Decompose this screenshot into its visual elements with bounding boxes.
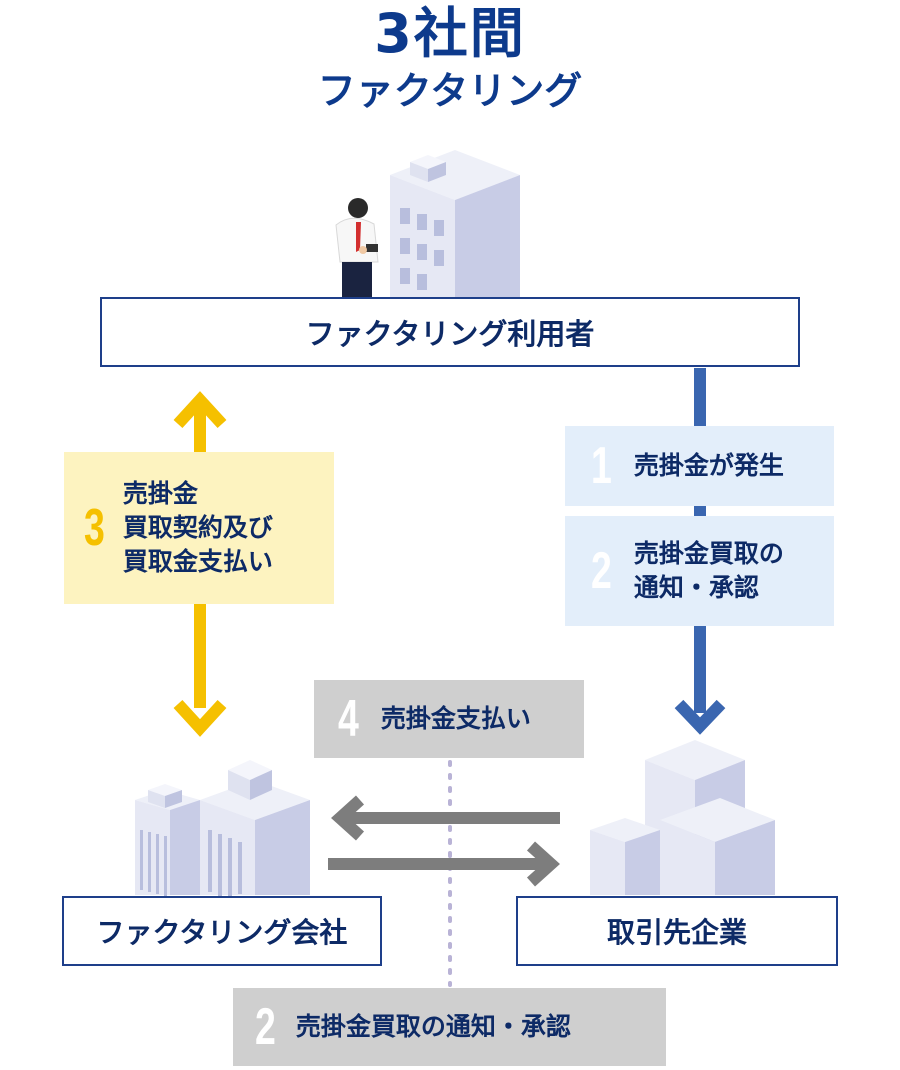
step-4-number: 4: [338, 690, 359, 748]
step-4-box: 4 売掛金支払い: [314, 680, 584, 758]
step-1-text: 売掛金が発生: [633, 451, 784, 480]
client-company-buildings-icon: [590, 740, 775, 895]
step-2-line2: 通知・承認: [633, 573, 759, 602]
step-2-number: 2: [591, 542, 612, 600]
factoring-user-label: ファクタリング利用者: [305, 317, 595, 351]
factoring-user-node: ファクタリング利用者: [100, 297, 800, 367]
step-3-line3: 買取金支払い: [122, 547, 273, 576]
factoring-company-label: ファクタリング会社: [96, 916, 348, 949]
gray-right-arrow: [328, 841, 560, 887]
step-1-box: 1 売掛金が発生: [565, 426, 834, 506]
client-company-label: 取引先企業: [606, 916, 747, 949]
step-2-bottom-box: 2 売掛金買取の通知・承認: [233, 988, 666, 1066]
user-building-icon: [390, 150, 520, 300]
step-2-line1: 売掛金買取の: [633, 539, 784, 568]
factoring-company-node: ファクタリング会社: [62, 896, 382, 966]
step-3-line1: 売掛金: [122, 479, 198, 508]
step-2-bottom-number: 2: [255, 998, 276, 1056]
factoring-company-buildings-icon: [135, 760, 310, 900]
step-3-number: 3: [84, 499, 105, 557]
person-icon: [335, 198, 379, 299]
diagram-title: 3社間: [374, 2, 526, 65]
client-company-node: 取引先企業: [516, 896, 838, 966]
gray-left-arrow: [331, 795, 560, 841]
step-4-text: 売掛金支払い: [380, 704, 531, 733]
step-2-bottom-text: 売掛金買取の通知・承認: [295, 1012, 571, 1041]
step-1-number: 1: [591, 437, 612, 495]
diagram-subtitle: ファクタリング: [317, 69, 583, 113]
step-2-box: 2 売掛金買取の 通知・承認: [565, 516, 834, 626]
step-3-box: 3 売掛金 買取契約及び 買取金支払い: [64, 452, 334, 604]
step-3-line2: 買取契約及び: [122, 513, 273, 542]
